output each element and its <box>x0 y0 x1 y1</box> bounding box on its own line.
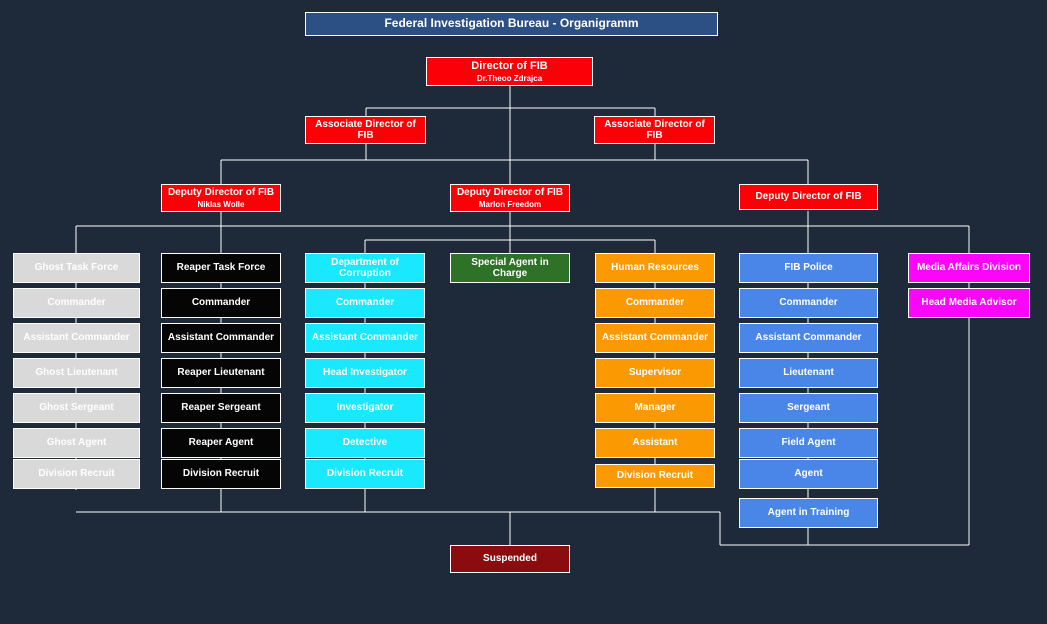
rank-label: Reaper Sergeant <box>181 402 261 414</box>
node-police-rank-5[interactable]: Field Agent <box>739 428 878 458</box>
node-reaper-rank-4[interactable]: Reaper Sergeant <box>161 393 281 423</box>
node-ghost-rank-5[interactable]: Ghost Agent <box>13 428 140 458</box>
deputy-director-left-label: Deputy Director of FIB <box>167 186 275 198</box>
associate-director-left-label: Associate Director of FIB <box>315 118 416 142</box>
rank-label: Supervisor <box>628 367 682 379</box>
division-header-label: Media Affairs Division <box>916 262 1022 274</box>
rank-label: Reaper Lieutenant <box>177 367 265 379</box>
node-division-header-department-of-corruption[interactable]: Department of Corruption <box>305 253 425 283</box>
node-police-rank-7[interactable]: Agent in Training <box>739 498 878 528</box>
director-name: Dr.Theoo Zdrajca <box>476 74 543 84</box>
associate-director-right-label: Associate Director of FIB <box>604 118 705 142</box>
rank-label: Assistant Commander <box>755 332 862 344</box>
node-hr-rank-4[interactable]: Manager <box>595 393 715 423</box>
node-ghost-rank-1[interactable]: Commander <box>13 288 140 318</box>
rank-label: Investigator <box>336 402 394 414</box>
node-director-of-fib[interactable]: Director of FIB Dr.Theoo Zdrajca <box>426 57 593 86</box>
node-deputy-director-center[interactable]: Deputy Director of FIB Marlon Freedom <box>450 184 570 212</box>
node-ghost-rank-4[interactable]: Ghost Sergeant <box>13 393 140 423</box>
node-media-rank-1[interactable]: Head Media Advisor <box>908 288 1030 318</box>
rank-label: Commander <box>779 297 838 309</box>
rank-label: Lieutenant <box>783 367 834 379</box>
node-ghost-rank-6[interactable]: Division Recruit <box>13 459 140 489</box>
rank-label: Division Recruit <box>38 468 115 480</box>
rank-label: Assistant Commander <box>311 332 419 344</box>
node-ghost-rank-2[interactable]: Assistant Commander <box>13 323 140 353</box>
node-corruption-rank-3[interactable]: Head Investigator <box>305 358 425 388</box>
node-division-header-special-agent-in-charge[interactable]: Special Agent in Charge <box>450 253 570 283</box>
node-police-rank-4[interactable]: Sergeant <box>739 393 878 423</box>
division-header-label: Department of Corruption <box>331 256 399 280</box>
deputy-director-center-name: Marlon Freedom <box>478 200 542 210</box>
rank-label: Assistant Commander <box>601 332 709 344</box>
deputy-director-center-label: Deputy Director of FIB <box>456 186 564 198</box>
rank-label: Assistant Commander <box>23 332 130 344</box>
rank-label: Agent in Training <box>767 507 850 519</box>
division-header-label: FIB Police <box>784 262 833 274</box>
node-corruption-rank-5[interactable]: Detective <box>305 428 425 458</box>
node-associate-director-right[interactable]: Associate Director of FIB <box>594 116 715 144</box>
rank-label: Field Agent <box>781 437 836 449</box>
rank-label: Detective <box>342 437 388 449</box>
rank-label: Agent <box>794 468 823 480</box>
rank-label: Assistant <box>632 437 678 449</box>
rank-label: Commander <box>625 297 685 309</box>
node-ghost-rank-3[interactable]: Ghost Lieutenant <box>13 358 140 388</box>
node-reaper-rank-5[interactable]: Reaper Agent <box>161 428 281 458</box>
division-header-label: Human Resources <box>611 262 699 274</box>
node-corruption-rank-1[interactable]: Commander <box>305 288 425 318</box>
rank-label: Reaper Agent <box>188 437 254 449</box>
node-corruption-rank-4[interactable]: Investigator <box>305 393 425 423</box>
rank-label: Commander <box>335 297 395 309</box>
node-hr-rank-3[interactable]: Supervisor <box>595 358 715 388</box>
node-division-header-fib-police[interactable]: FIB Police <box>739 253 878 283</box>
node-associate-director-left[interactable]: Associate Director of FIB <box>305 116 426 144</box>
node-deputy-director-right[interactable]: Deputy Director of FIB <box>739 184 878 210</box>
director-title: Director of FIB <box>471 59 548 72</box>
rank-label: Sergeant <box>787 402 830 414</box>
rank-label: Commander <box>47 297 106 309</box>
node-hr-rank-1[interactable]: Commander <box>595 288 715 318</box>
chart-title-banner: Federal Investigation Bureau - Organigra… <box>305 12 718 36</box>
node-police-rank-2[interactable]: Assistant Commander <box>739 323 878 353</box>
rank-label: Division Recruit <box>182 468 260 480</box>
node-division-header-reaper-task-force[interactable]: Reaper Task Force <box>161 253 281 283</box>
node-police-rank-1[interactable]: Commander <box>739 288 878 318</box>
division-header-label: Ghost Task Force <box>34 262 119 274</box>
chart-title: Federal Investigation Bureau - Organigra… <box>384 16 639 31</box>
rank-label: Ghost Agent <box>46 437 107 449</box>
rank-label: Division Recruit <box>326 468 404 480</box>
rank-label: Division Recruit <box>616 470 694 482</box>
node-police-rank-3[interactable]: Lieutenant <box>739 358 878 388</box>
rank-label: Ghost Sergeant <box>39 402 114 414</box>
node-reaper-rank-3[interactable]: Reaper Lieutenant <box>161 358 281 388</box>
rank-label: Assistant Commander <box>167 332 275 344</box>
node-division-header-media-affairs-division[interactable]: Media Affairs Division <box>908 253 1030 283</box>
node-division-header-human-resources[interactable]: Human Resources <box>595 253 715 283</box>
division-header-label: Reaper Task Force <box>176 262 266 274</box>
rank-label: Commander <box>191 297 251 309</box>
node-suspended[interactable]: Suspended <box>450 545 570 573</box>
node-reaper-rank-6[interactable]: Division Recruit <box>161 459 281 489</box>
suspended-label: Suspended <box>483 553 537 565</box>
division-header-label: Special Agent in Charge <box>471 256 549 280</box>
node-police-rank-6[interactable]: Agent <box>739 459 878 489</box>
node-division-header-ghost-task-force[interactable]: Ghost Task Force <box>13 253 140 283</box>
node-hr-rank-5[interactable]: Assistant <box>595 428 715 458</box>
node-deputy-director-left[interactable]: Deputy Director of FIB Niklas Wolle <box>161 184 281 212</box>
node-hr-rank-2[interactable]: Assistant Commander <box>595 323 715 353</box>
rank-label: Head Investigator <box>323 367 407 379</box>
rank-label: Head Media Advisor <box>921 297 1017 309</box>
node-corruption-rank-6[interactable]: Division Recruit <box>305 459 425 489</box>
deputy-director-right-label: Deputy Director of FIB <box>755 191 862 203</box>
node-reaper-rank-2[interactable]: Assistant Commander <box>161 323 281 353</box>
node-corruption-rank-2[interactable]: Assistant Commander <box>305 323 425 353</box>
rank-label: Ghost Lieutenant <box>35 367 118 379</box>
node-hr-rank-6[interactable]: Division Recruit <box>595 464 715 488</box>
node-reaper-rank-1[interactable]: Commander <box>161 288 281 318</box>
deputy-director-left-name: Niklas Wolle <box>197 200 245 210</box>
rank-label: Manager <box>634 402 676 414</box>
